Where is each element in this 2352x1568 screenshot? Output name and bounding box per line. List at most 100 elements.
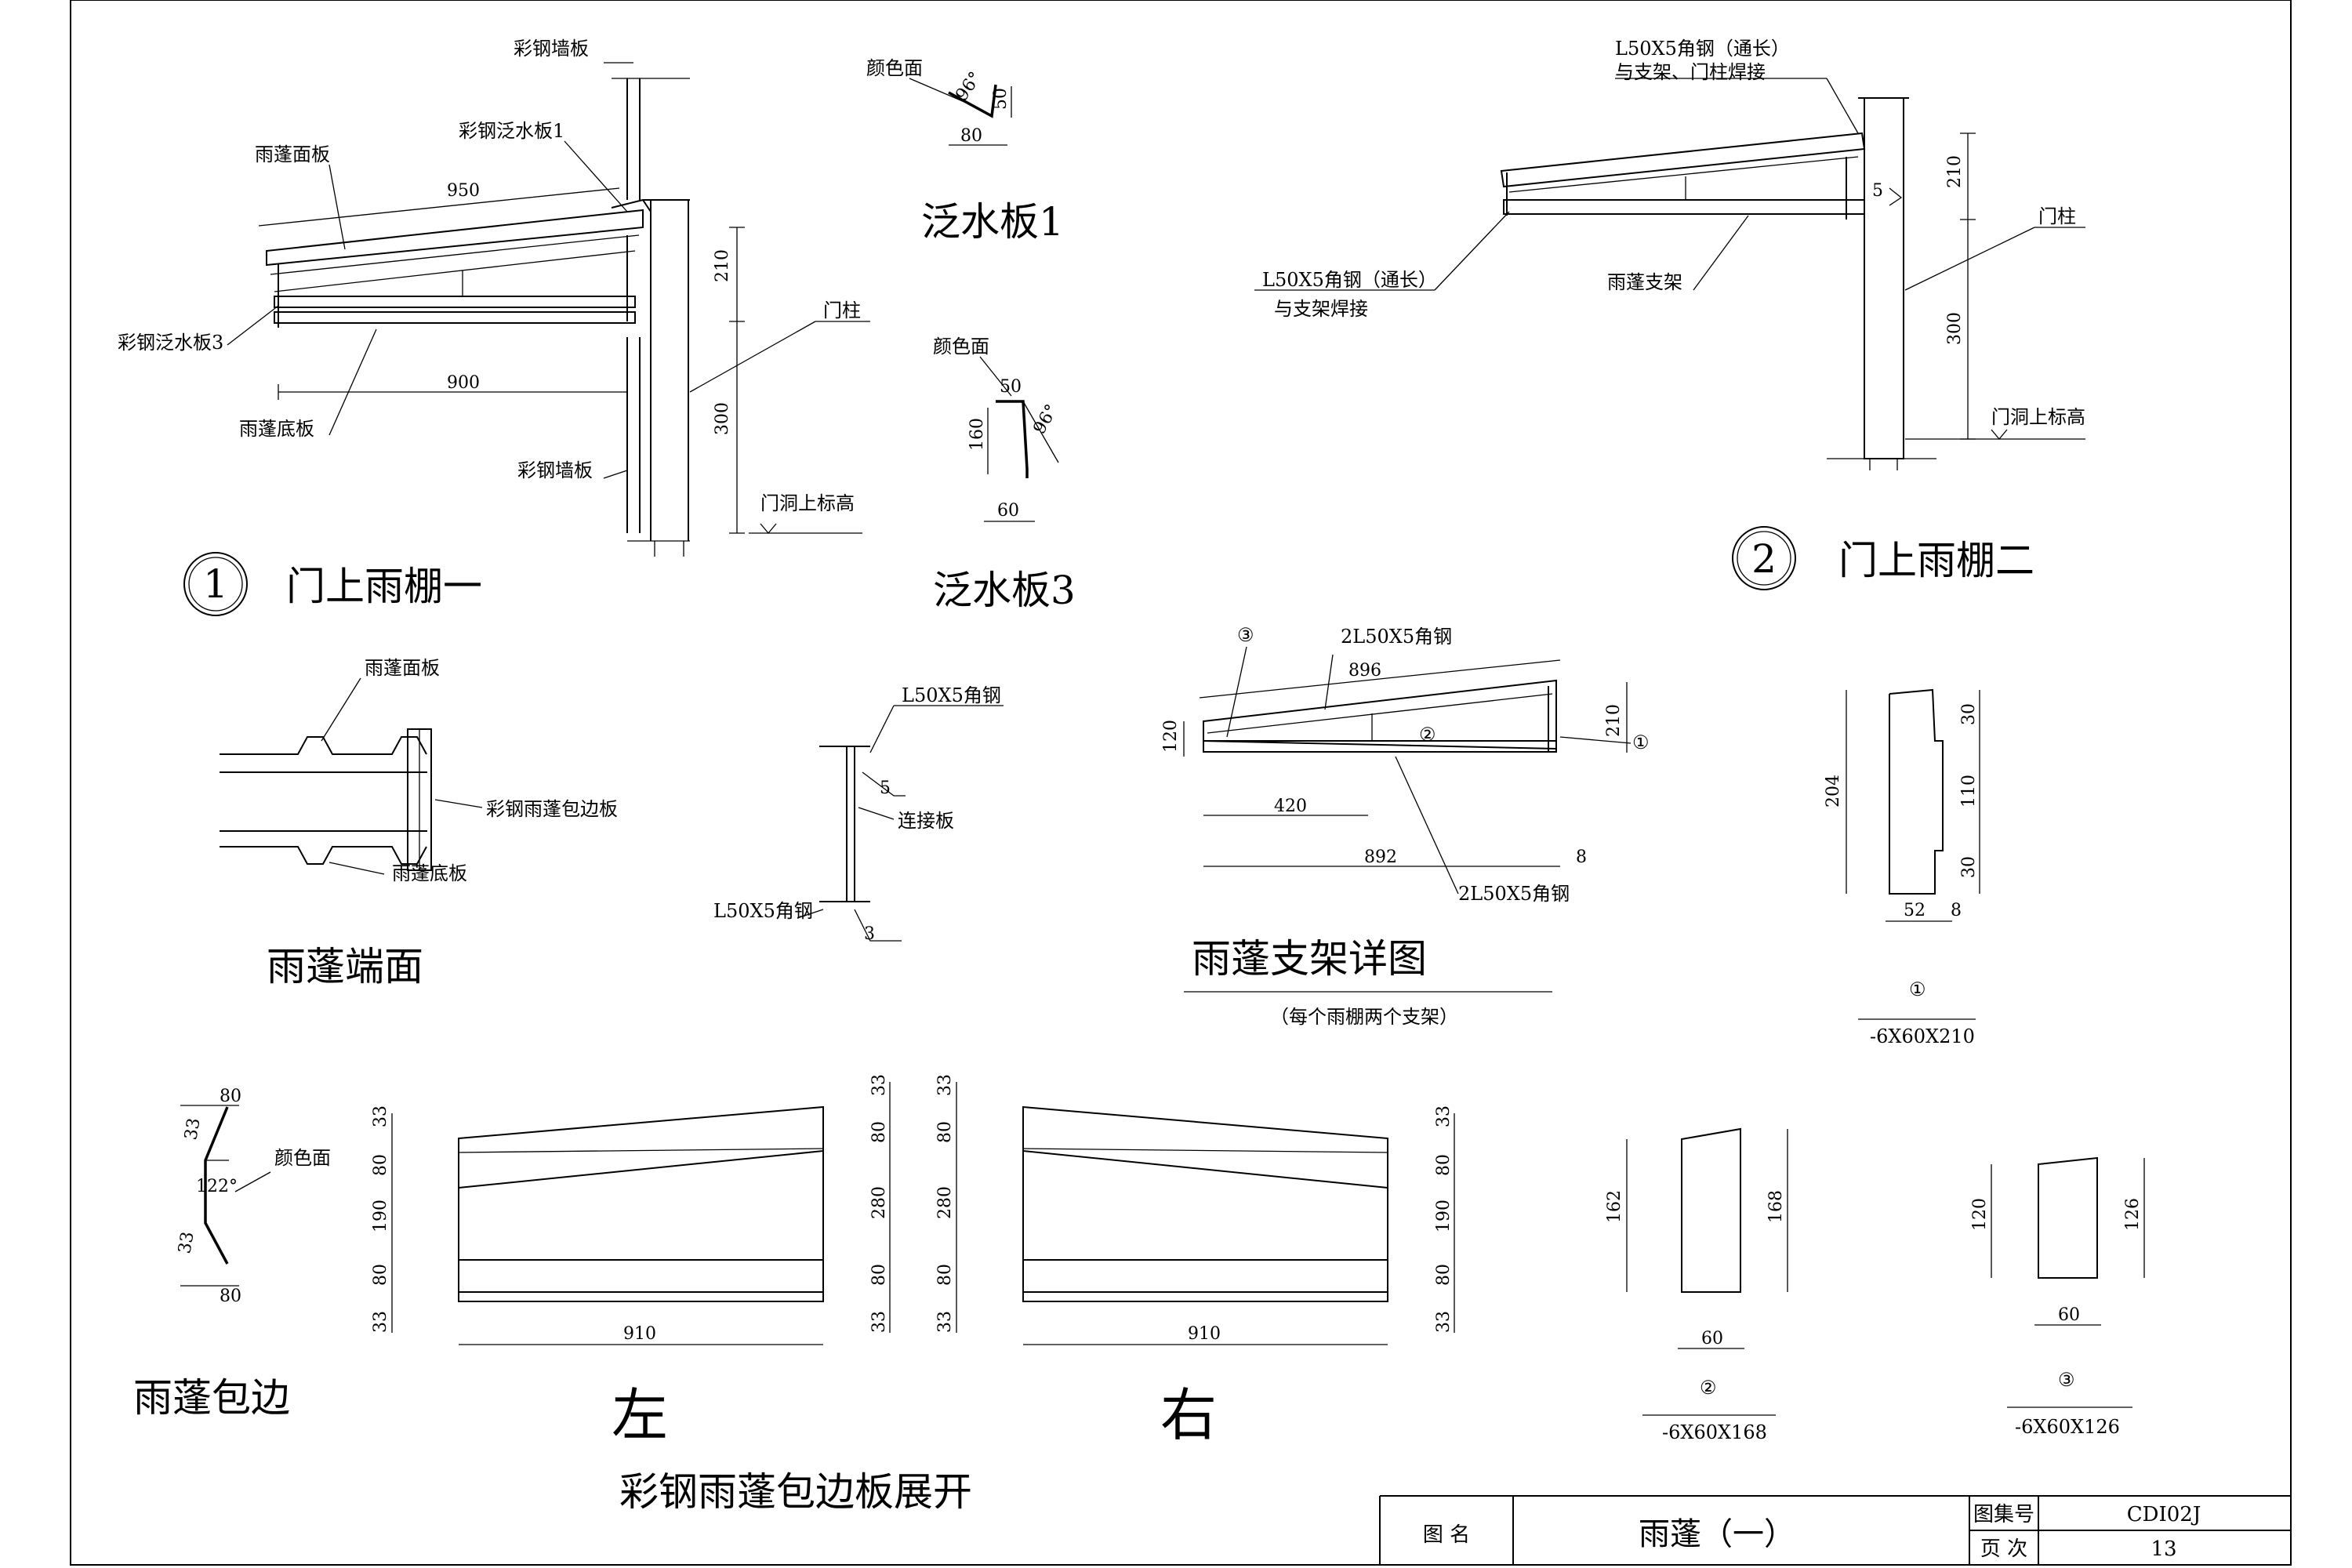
d1-dim-h-lower: 300 (713, 402, 732, 435)
d2-door-level: 门洞上标高 (1991, 406, 2085, 428)
unfold-right-panel: 33 80 280 80 33 33 80 190 80 33 910 右 (935, 1074, 1455, 1448)
canopy-end-face: 雨蓬面板 彩钢雨蓬包边板 雨蓬底板 雨蓬端面 (220, 657, 618, 989)
p2-dim-left: 162 (1605, 1190, 1624, 1223)
ul-seg-0: 33 (371, 1105, 390, 1127)
page-label: 页 次 (1980, 1537, 2027, 1561)
br-bottom-member: 2L50X5角钢 (1458, 883, 1570, 905)
p3-spec: -6X60X126 (2015, 1416, 2120, 1438)
et-dim-a: 33 (181, 1116, 204, 1142)
ul-iseg-0: 33 (869, 1074, 889, 1096)
br-dim-inner: 420 (1274, 797, 1307, 816)
br-dim-end: 8 (1576, 848, 1587, 867)
br-dim-left-h: 120 (1161, 720, 1181, 753)
d2-angle-top-2: 与支架、门柱焊接 (1615, 61, 1766, 83)
fl1-title: 泛水板1 (921, 199, 1064, 245)
plate-1-detail: 204 30 110 30 52 8 ① -6X60X210 (1824, 688, 1980, 1047)
d2-dim-h-upper: 210 (1945, 155, 1965, 188)
ul-iseg-2: 280 (869, 1186, 889, 1219)
p1-dim-w: 52 (1904, 901, 1926, 920)
d2-title: 门上雨棚二 (1838, 538, 2034, 583)
ul-iseg-3: 80 (869, 1264, 889, 1286)
end-face-title: 雨蓬端面 (267, 944, 423, 989)
end-face-panel: 雨蓬面板 (365, 657, 440, 679)
p3-mark: ③ (2058, 1369, 2075, 1391)
d1-flashing3: 彩钢泛水板3 (118, 332, 223, 354)
end-edge-panel: 彩钢雨蓬包边板 (486, 798, 618, 820)
ur-iseg-0: 33 (935, 1074, 955, 1096)
edge-trim-detail: 80 33 122° 33 80 颜色面 雨蓬包边 (133, 1087, 331, 1421)
d2-bracket: 雨蓬支架 (1607, 271, 1682, 293)
ur-seg-1: 80 (1434, 1154, 1454, 1176)
ul-seg-2: 190 (371, 1200, 390, 1232)
et-dim-top: 80 (220, 1087, 241, 1106)
p1-mark: ① (1909, 978, 1926, 1000)
unfold-title: 彩钢雨蓬包边板展开 (619, 1469, 972, 1515)
ul-iseg-1: 80 (869, 1121, 889, 1143)
p1-dim-mid: 110 (1959, 775, 1979, 808)
end-bottom-panel: 雨蓬底板 (392, 862, 467, 884)
title-block: 图 名 雨蓬（一） 图集号 CDI02J 页 次 13 (1379, 1495, 2291, 1565)
et-title: 雨蓬包边 (133, 1375, 290, 1421)
br-top-member: 2L50X5角钢 (1341, 626, 1452, 648)
atlas-no: CDI02J (2127, 1503, 2201, 1526)
et-angle: 122° (196, 1177, 238, 1196)
fl3-dim-top: 50 (1000, 377, 1022, 397)
ur-width: 910 (1188, 1324, 1221, 1344)
d1-circle-no: 1 (203, 561, 228, 607)
d2-weld: 5 (1872, 181, 1883, 201)
ur-seg-2: 190 (1434, 1200, 1454, 1232)
drawing-name: 雨蓬（一） (1639, 1516, 1795, 1552)
br-dim-top: 896 (1348, 661, 1381, 681)
p3-dim-right: 126 (2123, 1198, 2143, 1231)
d2-dim-h-lower: 300 (1945, 312, 1965, 345)
ur-iseg-4: 33 (935, 1311, 955, 1333)
fl3-angle: 96° (1030, 401, 1062, 437)
d1-door-column: 门柱 (823, 299, 861, 321)
conn-plate: 连接板 (898, 810, 954, 832)
unfold-right-label: 右 (1160, 1382, 1217, 1448)
p2-dim-w: 60 (1701, 1329, 1723, 1348)
p2-spec: -6X60X168 (1662, 1421, 1767, 1443)
fl1-dim-w: 80 (960, 126, 982, 146)
page-no: 13 (2151, 1537, 2176, 1561)
d1-dim-h-upper: 210 (713, 249, 732, 282)
d1-dim-bottom: 900 (447, 373, 480, 393)
fl3-dim-h: 160 (967, 418, 987, 451)
drawing-name-label: 图 名 (1423, 1523, 1470, 1547)
p1-spec: -6X60X210 (1870, 1025, 1975, 1047)
d2-circle-no: 2 (1751, 536, 1777, 582)
p1-dim-top: 30 (1959, 703, 1979, 725)
fl3-dim-bottom: 60 (997, 501, 1019, 521)
fl1-color-face: 颜色面 (866, 57, 923, 79)
d1-door-level: 门洞上标高 (760, 492, 855, 514)
d1-flashing1: 彩钢泛水板1 (459, 120, 564, 142)
ur-seg-4: 33 (1434, 1311, 1454, 1333)
ul-seg-3: 80 (371, 1264, 390, 1286)
ur-seg-3: 80 (1434, 1264, 1454, 1286)
flashing-3-detail: 160 50 60 96° 颜色面 泛水板3 (933, 336, 1076, 613)
d2-angle-bot-1: L50X5角钢（通长） (1262, 269, 1437, 291)
d1-dim-top: 950 (447, 181, 480, 201)
d1-bottom-panel: 雨蓬底板 (239, 418, 314, 440)
ul-iseg-4: 33 (869, 1311, 889, 1333)
atlas-no-label: 图集号 (1973, 1503, 2034, 1526)
unfold-left-label: 左 (612, 1382, 668, 1448)
d1-wall-panel-bottom: 彩钢墙板 (517, 459, 593, 481)
ur-iseg-1: 80 (935, 1121, 955, 1143)
d1-face-panel: 雨蓬面板 (255, 143, 330, 165)
detail-1-canopy-section: 950 900 210 300 门洞上标高 彩钢墙板 雨蓬面板 彩钢泛水板1 彩… (118, 38, 870, 616)
p1-dim-w2: 8 (1951, 901, 1962, 920)
fl1-dim-h: 50 (991, 88, 1011, 110)
unfold-left-panel: 33 80 190 80 33 33 80 280 80 33 910 左 (371, 1074, 891, 1448)
plate-3-detail: 120 126 60 ③ -6X60X126 (1970, 1156, 2145, 1438)
conn-bottom-angle: L50X5角钢 (713, 900, 813, 922)
bracket-detail: 896 120 210 420 892 8 2L50X5角钢 2L50X5角钢 … (1161, 624, 1650, 1028)
d2-angle-bot-2: 与支架焊接 (1274, 298, 1368, 320)
d2-angle-top-1: L50X5角钢（通长） (1615, 38, 1790, 60)
detail-2-canopy-section: 5 210 300 门洞上标高 L50X5角钢（通长） 与支架、门柱焊接 L50… (1254, 38, 2085, 590)
ur-iseg-3: 80 (935, 1264, 955, 1286)
br-dim-right-h: 210 (1604, 704, 1624, 737)
sheet-border (70, 0, 2292, 1566)
ul-seg-1: 80 (371, 1154, 390, 1176)
